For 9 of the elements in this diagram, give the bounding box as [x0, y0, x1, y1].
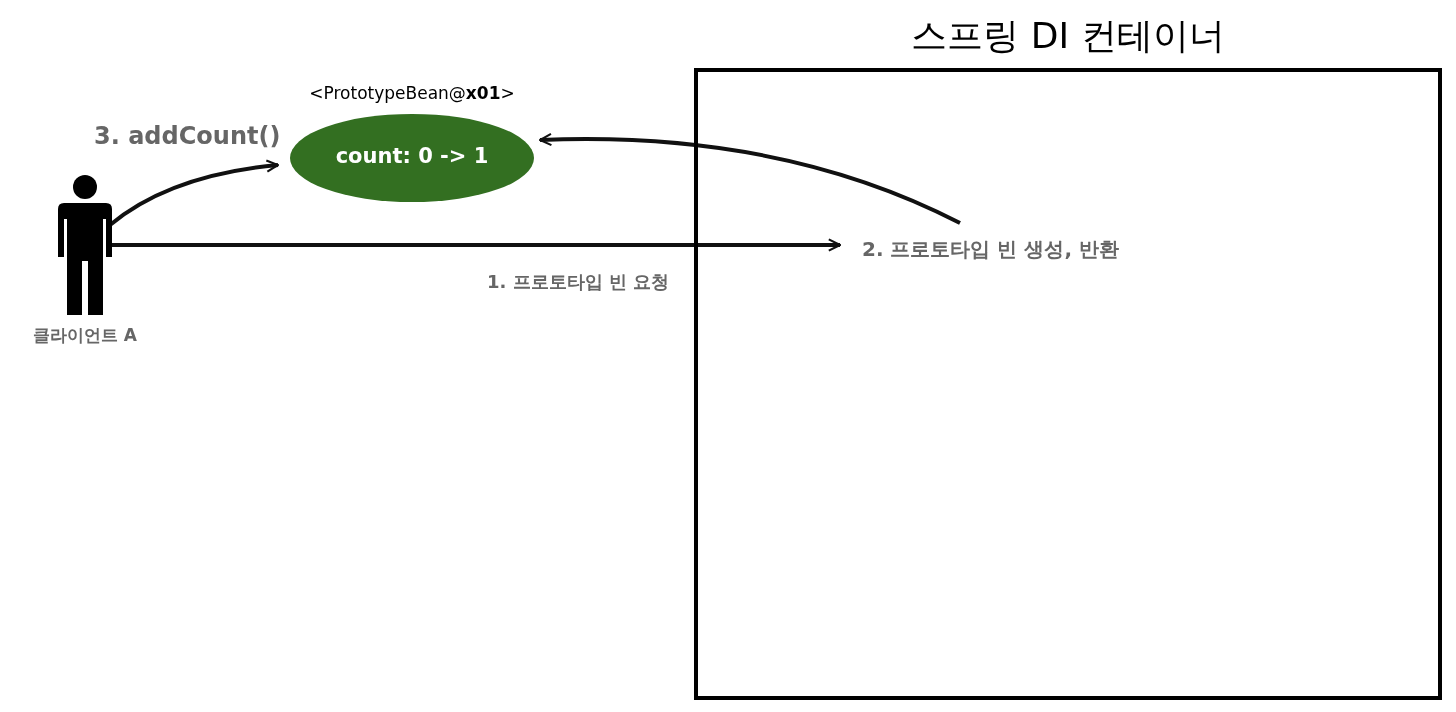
arrow: [538, 133, 961, 225]
step-label: 2. 프로토타입 빈 생성, 반환: [862, 236, 1119, 263]
person-caption: 클라이언트 A: [31, 324, 139, 347]
arrow: [112, 238, 842, 252]
container-title: 스프링 DI 컨테이너: [910, 14, 1226, 58]
bean-caption: <PrototypeBean@x01>: [308, 83, 516, 103]
edge-label: 3. addCount(): [94, 122, 281, 150]
bean-label: count: 0 -> 1: [334, 144, 490, 168]
container-box: [694, 68, 1442, 700]
